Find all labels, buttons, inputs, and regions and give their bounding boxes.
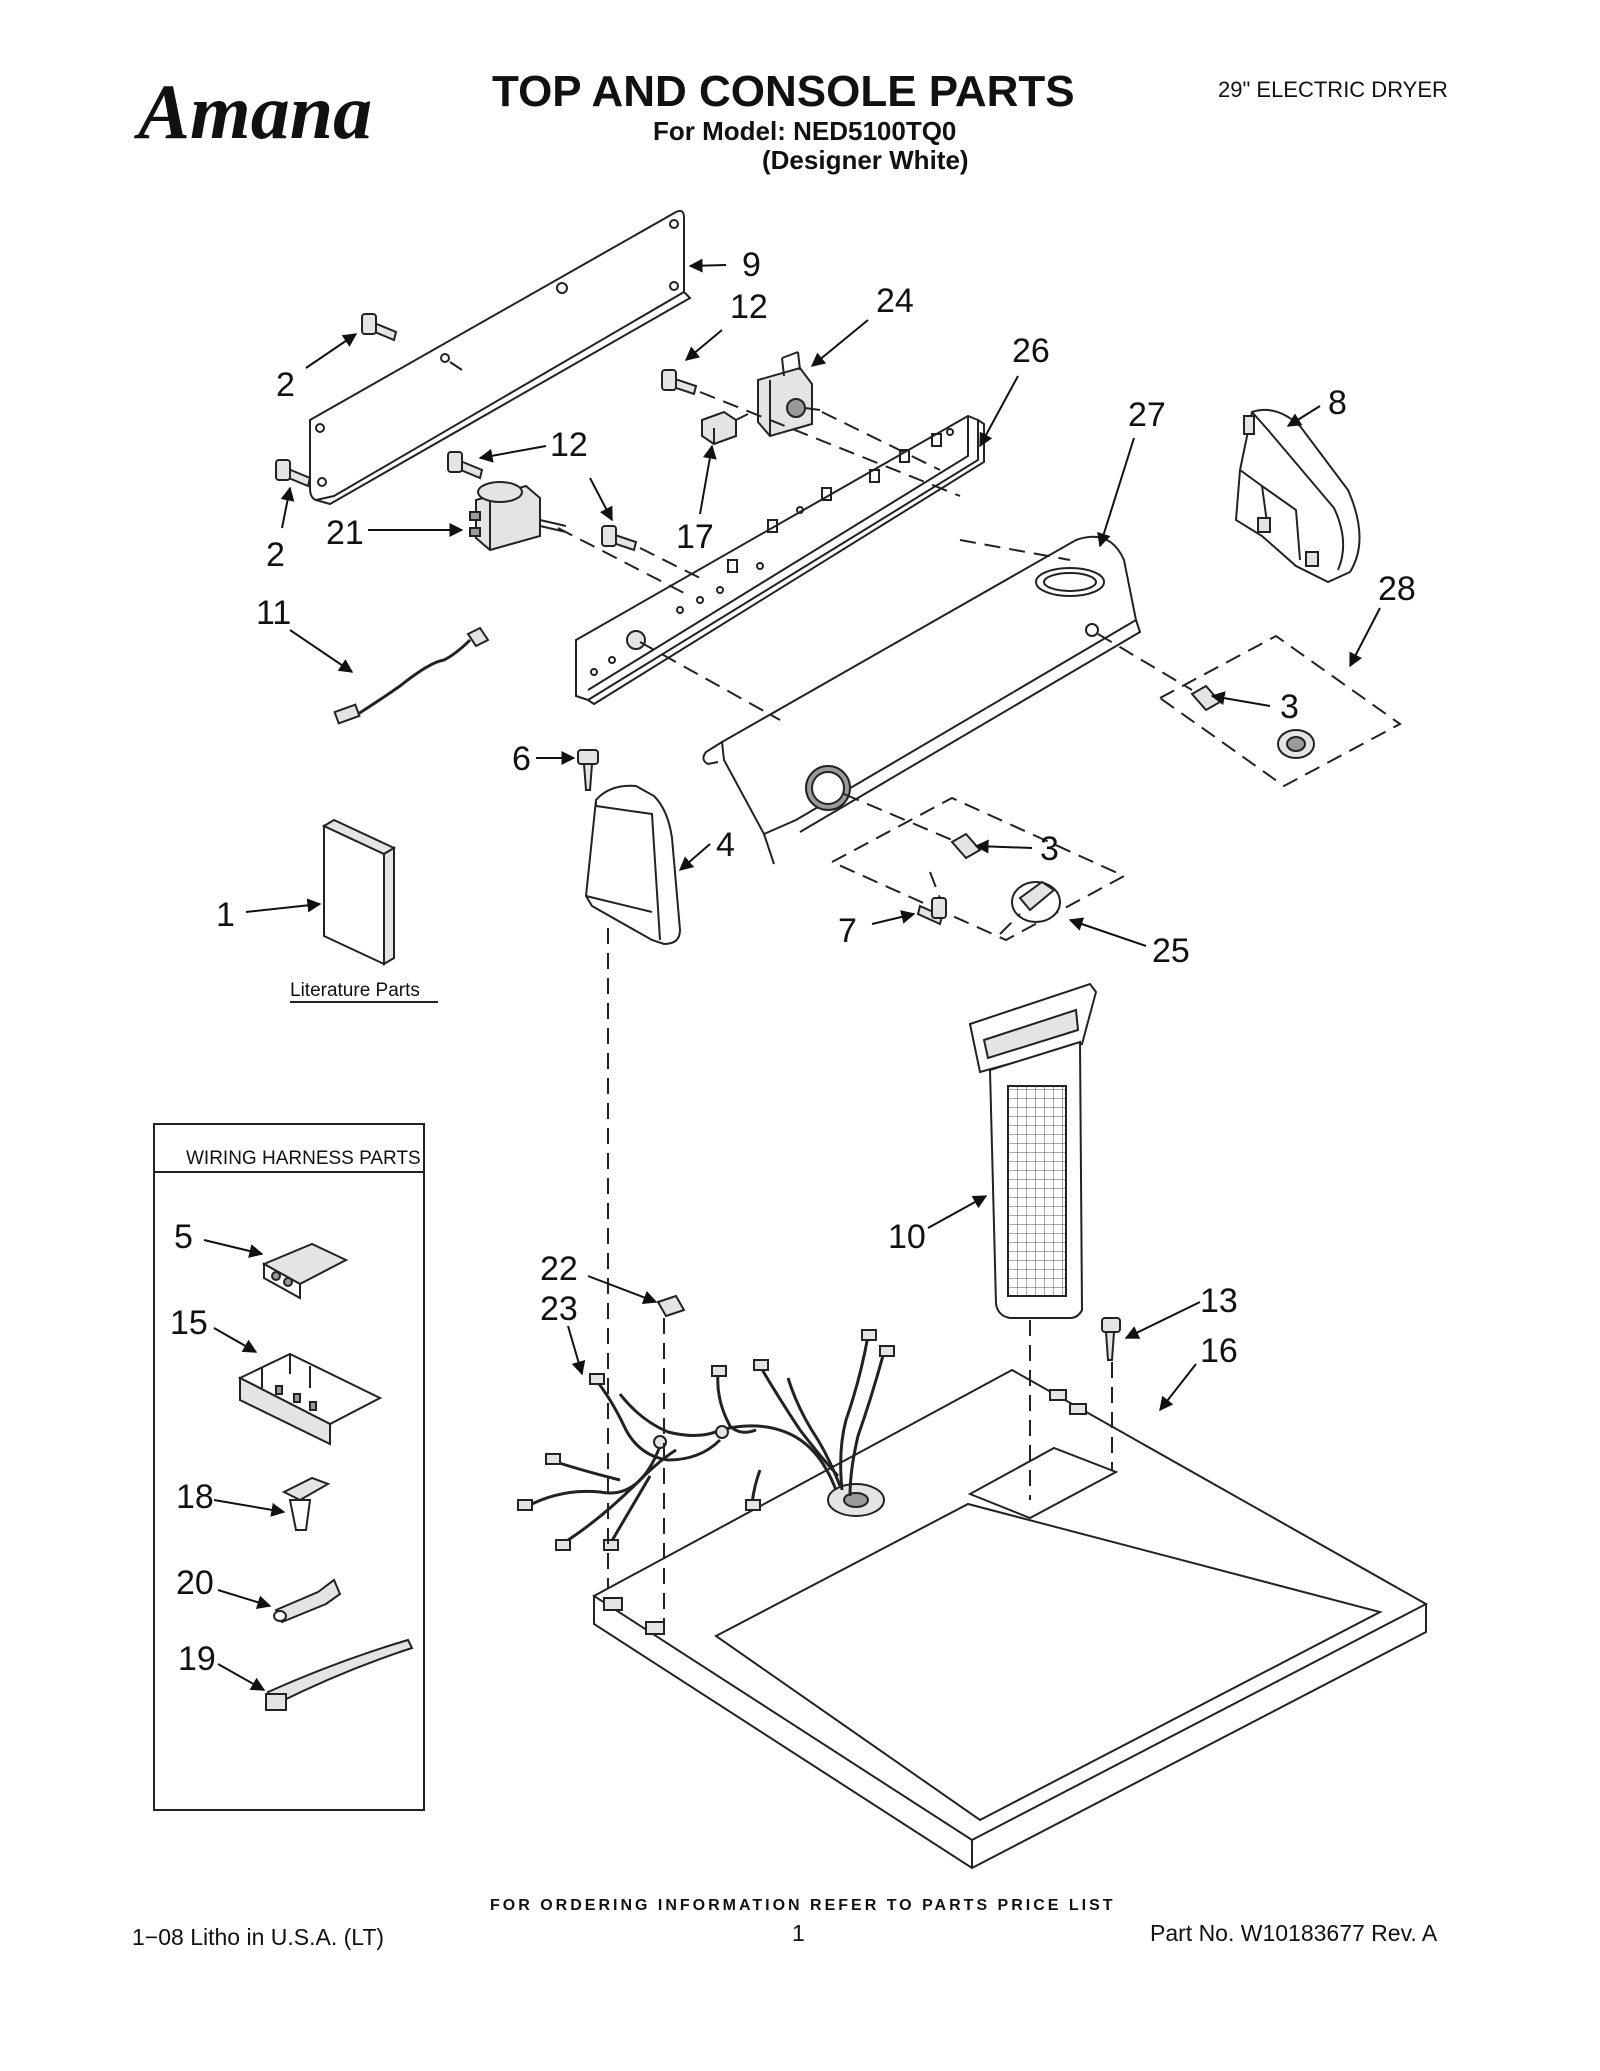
part-19-tie — [265, 1638, 414, 1711]
part-3-clip-middle — [950, 832, 982, 860]
callout-leaders — [203, 258, 1381, 1691]
callout-10: 10 — [888, 1218, 926, 1256]
part-15-block — [237, 1352, 383, 1446]
part-2-screw-upper — [361, 313, 398, 342]
part-1-literature — [321, 818, 397, 966]
callout-11: 11 — [256, 594, 291, 632]
part-21-selector — [469, 481, 567, 552]
callout-27: 27 — [1128, 396, 1166, 434]
part-26-control-bracket — [575, 414, 985, 706]
part-6-screw — [577, 749, 599, 791]
model-line: For Model: NED5100TQ0 — [653, 116, 956, 146]
wiring-box-title: WIRING HARNESS PARTS — [186, 1148, 421, 1169]
part-17-connector — [701, 410, 749, 446]
callout-24: 24 — [876, 282, 914, 320]
part-12-screw-lower — [447, 451, 484, 480]
callout-12-lower: 12 — [550, 426, 588, 464]
product-line: 29" ELECTRIC DRYER — [1218, 77, 1448, 102]
callout-16: 16 — [1200, 1332, 1238, 1370]
callout-18: 18 — [176, 1478, 214, 1516]
part-4-endcap — [584, 784, 682, 946]
callout-15: 15 — [170, 1304, 208, 1342]
wiring-harness-box — [153, 1123, 425, 1811]
callout-20: 20 — [176, 1564, 214, 1602]
callout-8: 8 — [1328, 384, 1347, 422]
part-27-console — [702, 535, 1142, 865]
part-8-endcap — [1234, 408, 1361, 584]
part-10-lint-screen — [968, 982, 1098, 1319]
part-22-clip — [656, 1294, 686, 1318]
amana-logo: Amana — [133, 68, 372, 155]
callout-22: 22 — [540, 1250, 578, 1288]
callout-6: 6 — [512, 740, 531, 778]
part-5-plug — [261, 1242, 349, 1300]
litho-line: 1−08 Litho in U.S.A. (LT) — [132, 1924, 384, 1950]
part-13-screw — [1101, 1317, 1121, 1361]
callout-17: 17 — [676, 518, 714, 556]
page-title: TOP AND CONSOLE PARTS — [492, 67, 1075, 116]
part-16-top-panel — [592, 1368, 1429, 1870]
callout-21: 21 — [326, 514, 364, 552]
callout-25: 25 — [1152, 932, 1190, 970]
color-line: (Designer White) — [762, 145, 969, 175]
part-28-knob — [1277, 729, 1315, 759]
callout-3-middle: 3 — [1040, 830, 1059, 868]
callout-2-lower: 2 — [266, 536, 285, 574]
part-11-wire — [333, 626, 490, 725]
page-number: 1 — [792, 1920, 805, 1946]
part-24-switch — [757, 351, 821, 438]
ordering-note: FOR ORDERING INFORMATION REFER TO PARTS … — [490, 1897, 1116, 1914]
part-18-clip — [281, 1476, 331, 1531]
literature-parts-label: Literature Parts — [290, 980, 420, 1001]
callout-1: 1 — [216, 896, 235, 934]
part-number: Part No. W10183677 Rev. A — [1150, 1920, 1438, 1946]
part-28-group-outline — [1158, 634, 1402, 788]
part-12-screw-upper — [661, 369, 698, 396]
callout-23: 23 — [540, 1290, 578, 1328]
part-9-bracket — [309, 209, 692, 506]
callout-19: 19 — [178, 1640, 216, 1678]
part-12-screw-right — [601, 525, 638, 552]
callout-3-right: 3 — [1280, 688, 1299, 726]
callout-7: 7 — [838, 912, 857, 950]
part-2-screw-lower — [275, 459, 312, 488]
callout-28: 28 — [1378, 570, 1416, 608]
callout-5: 5 — [174, 1218, 193, 1256]
callout-9: 9 — [742, 246, 761, 284]
callout-2-upper: 2 — [276, 366, 295, 404]
part-20-terminal — [273, 1578, 342, 1624]
alignment-lines — [557, 391, 1193, 1630]
part-25-knob — [1011, 880, 1061, 923]
callout-26: 26 — [1012, 332, 1050, 370]
callout-4: 4 — [716, 826, 735, 864]
part-25-group-outline — [829, 796, 1127, 942]
part-3-clip-right — [1190, 684, 1222, 712]
callout-13: 13 — [1200, 1282, 1238, 1320]
callout-12-upper: 12 — [730, 288, 768, 326]
